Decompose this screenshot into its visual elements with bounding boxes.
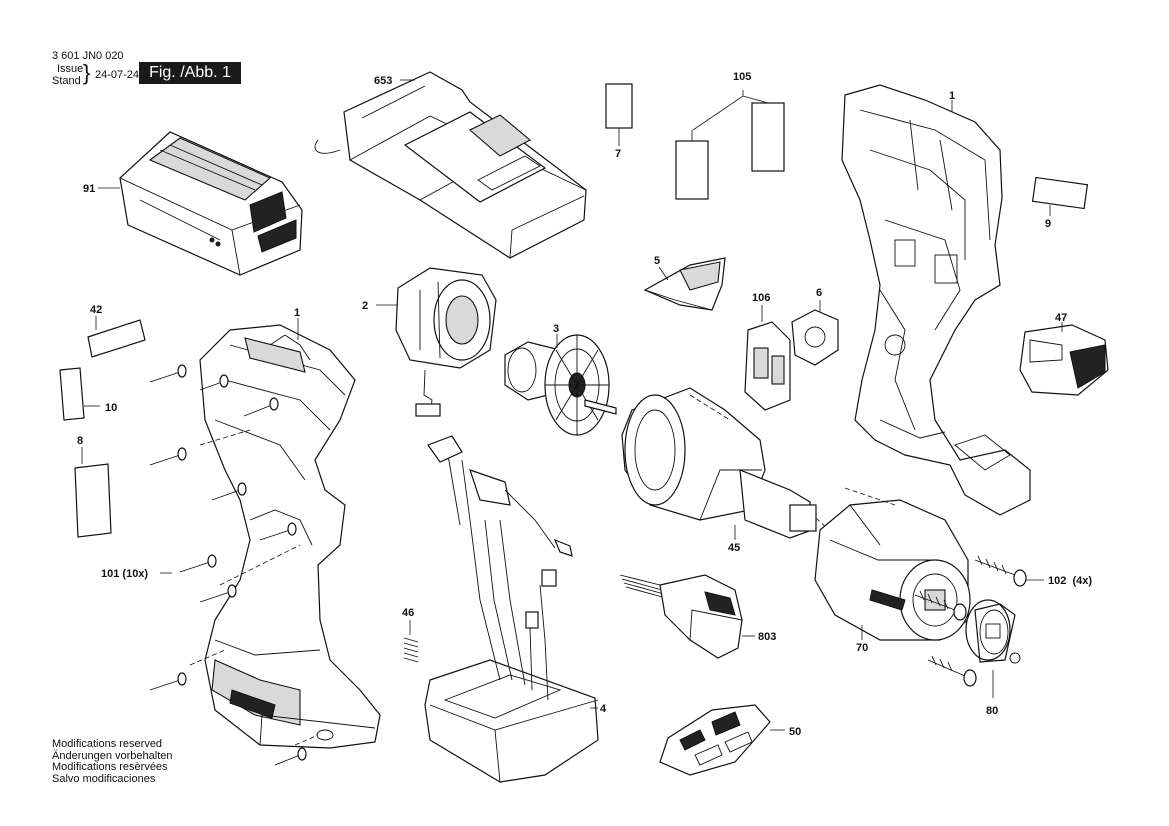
- note-line: Salvo modificaciones: [52, 772, 156, 785]
- impact-mechanism-drawing: [814, 487, 971, 641]
- callout-70: 70: [856, 642, 868, 654]
- callout-91: 91: [83, 183, 95, 195]
- stand-label: Stand: [52, 75, 81, 87]
- note-line: Modifications resèrvées: [52, 761, 168, 773]
- housing-left-drawing: [199, 318, 381, 749]
- callout-101: 101 (10x): [101, 568, 148, 580]
- bracket-drawing: [643, 257, 726, 311]
- callout-46: 46: [402, 607, 414, 619]
- callout-42: 42: [90, 304, 102, 316]
- callout-105: 105: [733, 71, 751, 83]
- gear-housing-drawing: [621, 387, 841, 541]
- callout-1-left: 1: [294, 307, 300, 319]
- callout-7: 7: [615, 148, 621, 160]
- callout-8: 8: [77, 435, 83, 447]
- figure-label: Fig. /Abb. 1: [139, 62, 241, 84]
- callout-5: 5: [654, 255, 660, 267]
- callout-50: 50: [789, 726, 801, 738]
- callout-102: 102 (4x): [1048, 575, 1092, 587]
- issue-label: Issue: [57, 63, 84, 75]
- callout-2: 2: [362, 300, 368, 312]
- callout-80: 80: [986, 705, 998, 717]
- callout-4: 4: [600, 703, 607, 715]
- electronics-module-drawing: [424, 435, 599, 783]
- callout-803: 803: [758, 631, 776, 643]
- callout-1-top: 1: [949, 90, 955, 102]
- label-stickers-drawing: [605, 83, 1089, 216]
- callout-45: 45: [728, 542, 740, 554]
- document-number: 3 601 JN0 020: [52, 50, 124, 62]
- left-labels-drawing: [59, 316, 146, 538]
- callout-47: 47: [1055, 312, 1067, 324]
- callout-106: 106: [752, 292, 770, 304]
- control-label-drawing: [659, 704, 785, 776]
- anvil-cap-drawing: [965, 599, 1021, 698]
- switch-cover-drawing: [1019, 322, 1109, 396]
- trigger-switch-drawing: [619, 574, 755, 659]
- callout-9: 9: [1045, 218, 1051, 230]
- callout-3: 3: [553, 323, 559, 335]
- brace-icon: }: [83, 60, 91, 85]
- brush-plate-drawing: [744, 300, 839, 411]
- battery-pack-drawing: [119, 131, 303, 276]
- spring-drawing: [403, 620, 419, 663]
- issue-date: 24-07-24: [95, 69, 140, 81]
- modifications-note: Modifications reserved Änderungen vorbeh…: [52, 738, 173, 785]
- screws-102-drawing: [914, 555, 1044, 687]
- callout-labels: 653 105 1 91 7 9 5 106 6 47 2 3 42 1 10 …: [77, 71, 1092, 738]
- callout-10: 10: [105, 402, 117, 414]
- charger-drawing: [314, 71, 587, 259]
- note-line: Modifications reserved: [52, 738, 163, 750]
- callout-653: 653: [374, 75, 392, 87]
- stator-drawing: [376, 267, 497, 417]
- screws-101-drawing: [98, 79, 953, 766]
- note-line: Änderungen vorbehalten: [52, 749, 173, 762]
- armature-drawing: [504, 334, 617, 436]
- callout-6: 6: [816, 287, 822, 299]
- housing-right-drawing: [841, 84, 1031, 516]
